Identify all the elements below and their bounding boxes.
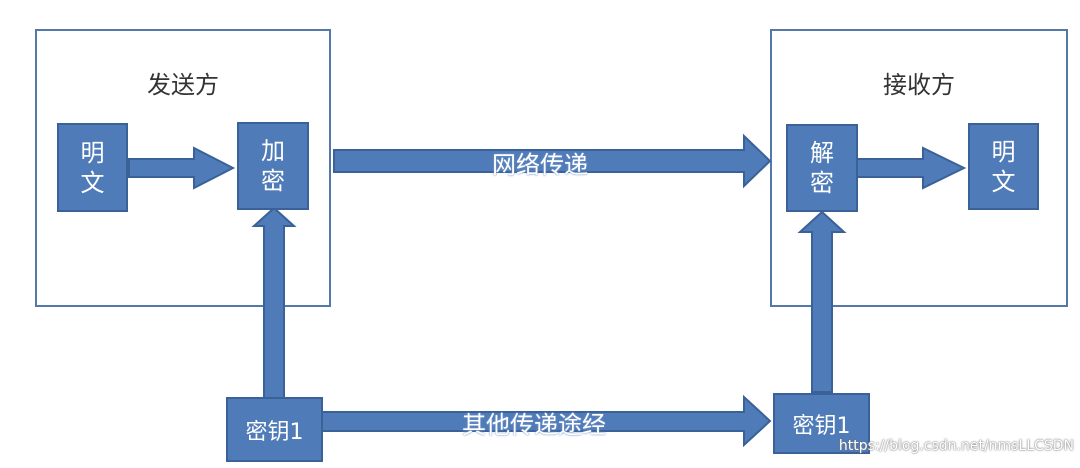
sender-plaintext-label: 明文 — [80, 138, 105, 197]
sender-key-block: 密钥1 — [226, 397, 323, 462]
decrypt-label: 解密 — [809, 139, 834, 197]
receiver-plaintext-block: 明文 — [968, 123, 1039, 210]
arrow-network — [333, 133, 772, 189]
arrow-plaintext-to-encrypt — [128, 146, 236, 190]
arrow-key-to-encrypt — [251, 206, 297, 399]
receiver-key-label: 密钥1 — [792, 413, 851, 439]
encrypt-label: 加密 — [260, 137, 285, 195]
other-channel-label: 其他传递途经 — [462, 411, 606, 439]
arrow-decrypt-to-plaintext — [855, 146, 967, 190]
encrypt-block: 加密 — [237, 122, 309, 210]
sender-plaintext-block: 明文 — [57, 123, 128, 212]
receiver-key-block: 密钥1 — [773, 393, 870, 454]
decrypt-block: 解密 — [786, 124, 858, 212]
sender-title: 发送方 — [147, 71, 219, 99]
network-channel-label: 网络传递 — [492, 151, 588, 179]
receiver-plaintext-label: 明文 — [991, 137, 1016, 196]
arrow-other-channel — [321, 394, 772, 448]
watermark-text: https://blog.csdn.net/nmsLLCSDN — [838, 438, 1074, 454]
sender-key-label: 密钥1 — [245, 419, 304, 445]
receiver-title: 接收方 — [883, 71, 955, 99]
arrow-key-to-decrypt — [797, 210, 847, 393]
